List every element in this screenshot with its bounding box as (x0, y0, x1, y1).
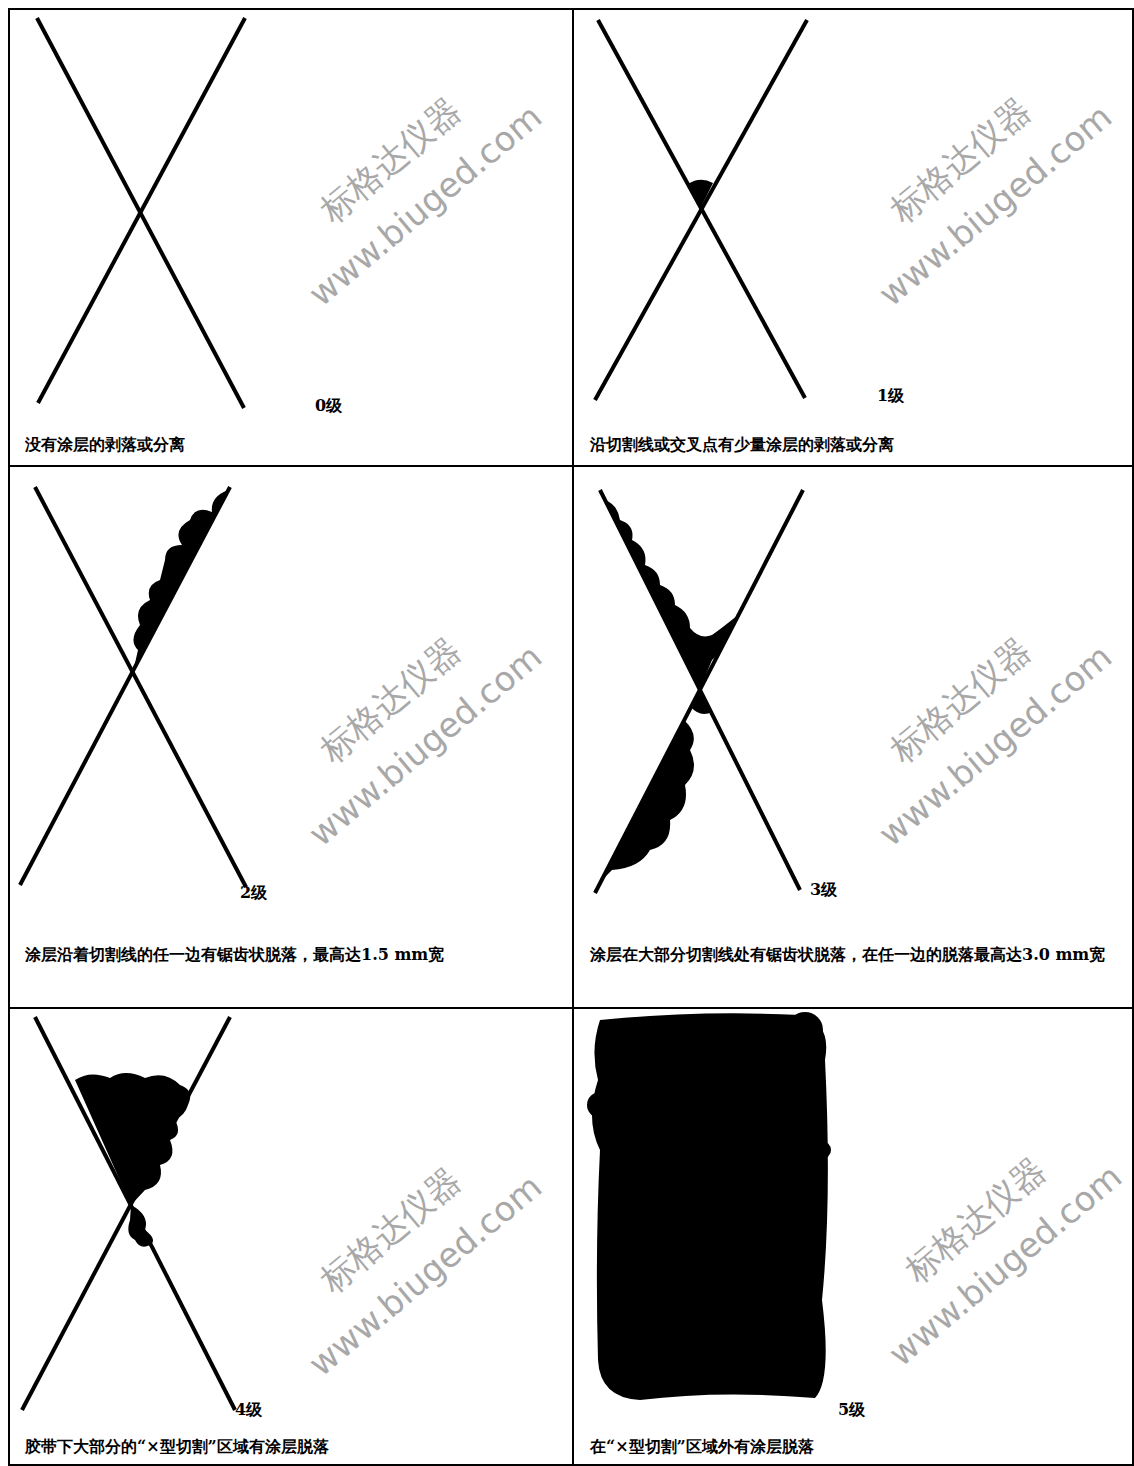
grade-description: 没有涂层的剥落或分离 (25, 430, 555, 460)
grade-cell: 2级涂层沿着切割线的任一边有锯齿状脱落，最高达1.5 mm宽 (8, 465, 574, 1009)
grade-label: 5级 (838, 1400, 865, 1420)
grade-label: 2级 (240, 883, 267, 903)
grade-label: 1级 (877, 386, 904, 406)
coating-loss (75, 180, 831, 1400)
grade-cell: 0级没有涂层的剥落或分离 (8, 8, 574, 467)
grade-cell: 1级沿切割线或交叉点有少量涂层的剥落或分离 (572, 8, 1134, 467)
grade-description: 涂层在大部分切割线处有锯齿状脱落，在任一边的脱落最高达3.0 mm宽 (590, 940, 1125, 970)
grade-cell: 3级涂层在大部分切割线处有锯齿状脱落，在任一边的脱落最高达3.0 mm宽 (572, 465, 1134, 1009)
grade-label: 0级 (315, 396, 342, 416)
grade-description: 胶带下大部分的“×型切割”区域有涂层脱落 (25, 1432, 555, 1462)
grade-description: 沿切割线或交叉点有少量涂层的剥落或分离 (590, 430, 1120, 460)
grade-label: 3级 (810, 880, 837, 900)
grade-description: 在“×型切割”区域外有涂层脱落 (590, 1432, 1120, 1462)
grade-label: 4级 (235, 1400, 262, 1420)
grade-description: 涂层沿着切割线的任一边有锯齿状脱落，最高达1.5 mm宽 (25, 940, 555, 970)
